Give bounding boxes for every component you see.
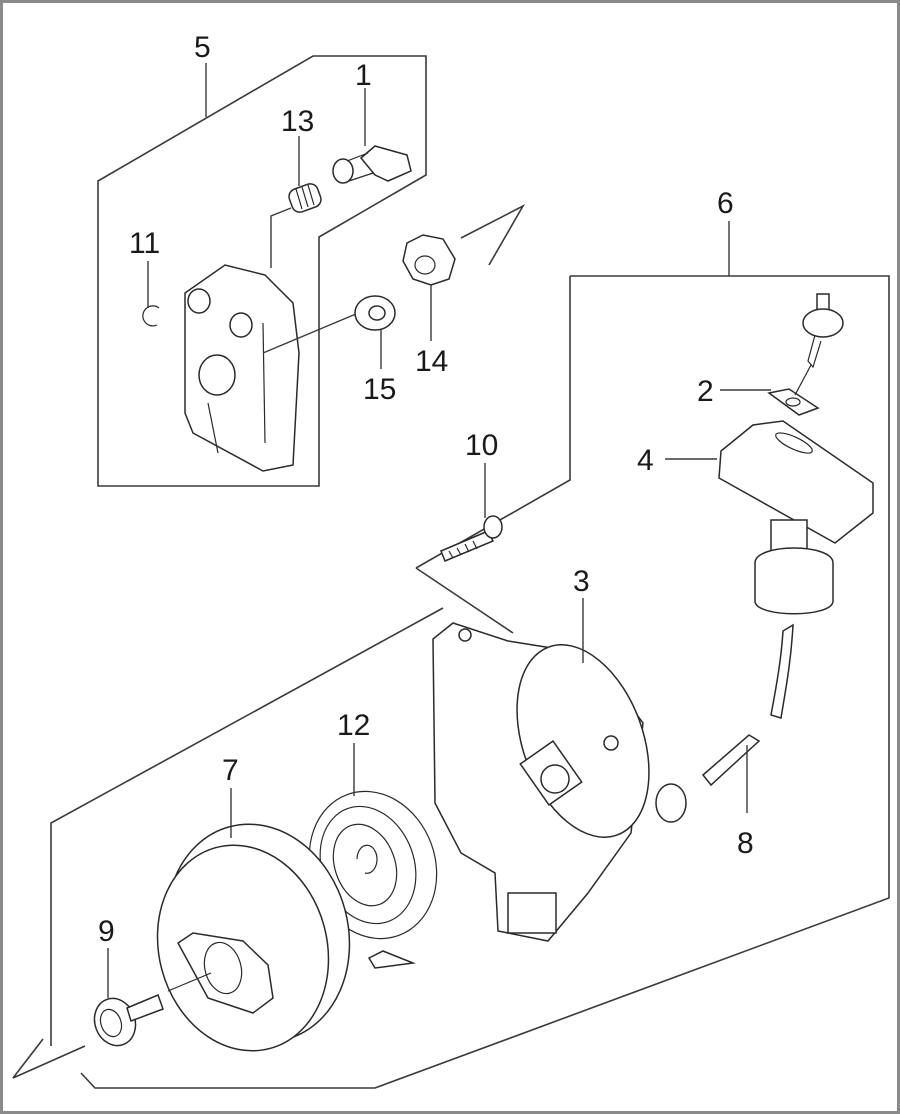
callout-7: 7 (222, 754, 239, 787)
part-10-screw (440, 515, 503, 562)
callout-15: 15 (363, 373, 396, 406)
arrow-marker-top (460, 204, 526, 266)
callout-10: 10 (465, 429, 498, 462)
group-6-frame (50, 275, 890, 1089)
callout-9: 9 (98, 915, 115, 948)
callout-5: 5 (194, 31, 211, 64)
callout-4: 4 (637, 444, 654, 477)
callout-3: 3 (573, 565, 590, 598)
callout-6: 6 (717, 187, 734, 220)
leader-pawl-washer (262, 310, 364, 354)
part-14-nut (402, 234, 456, 286)
part-15-washer (354, 295, 396, 331)
part-1-pin (332, 145, 412, 184)
group-6-frame-notch (415, 567, 514, 634)
part-3-housing (432, 622, 687, 942)
part-8-rope (701, 623, 794, 787)
arrow-marker-bottom (12, 1038, 86, 1079)
pawl-body (184, 264, 300, 472)
part-7-pulley (156, 823, 351, 1052)
callout-14: 14 (415, 345, 448, 378)
group-5-frame (97, 55, 427, 487)
rope-end-pin (794, 293, 844, 396)
callout-11: 11 (129, 227, 160, 260)
diagram-svg: 5 1 13 11 15 14 6 2 4 10 3 12 7 8 9 (12, 31, 890, 1089)
part-13-spring (288, 183, 322, 213)
callout-12: 12 (337, 709, 370, 742)
part-11-clip (142, 305, 160, 327)
leader-13-assembly (270, 207, 292, 268)
part-2-plate (767, 388, 820, 416)
callout-8: 8 (737, 827, 754, 860)
part-9-screw (93, 972, 212, 1047)
part-4-handle (718, 420, 874, 615)
callout-13: 13 (281, 105, 314, 138)
callout-1: 1 (355, 59, 372, 92)
callout-2: 2 (697, 375, 714, 408)
